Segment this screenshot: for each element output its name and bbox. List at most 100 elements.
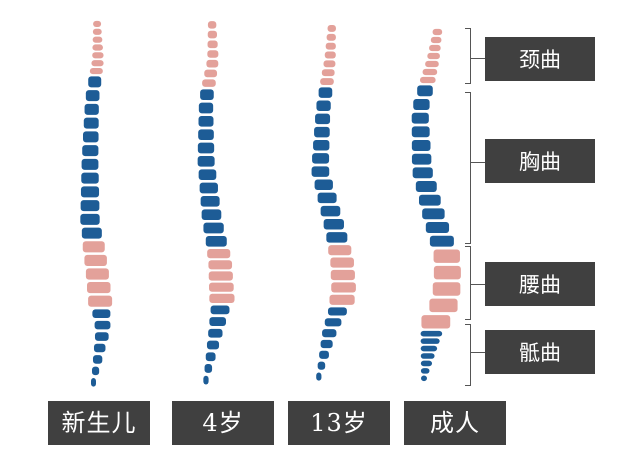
vertebra-sacral xyxy=(324,318,342,327)
vertebra-sacral xyxy=(203,375,209,385)
vertebra-sacral xyxy=(92,309,111,318)
vertebra-cervical xyxy=(92,52,104,59)
vertebra-cervical xyxy=(202,79,216,87)
vertebra-cervical xyxy=(326,33,336,41)
region-label-thoracic: 胸曲 xyxy=(485,139,595,183)
vertebra-sacral xyxy=(94,320,111,330)
vertebra-thoracic xyxy=(425,222,450,233)
vertebra-cervical xyxy=(430,36,442,44)
vertebra-thoracic xyxy=(80,200,100,212)
vertebra-cervical xyxy=(321,69,335,77)
region-label-sacral: 骶曲 xyxy=(485,330,595,374)
vertebra-lumbar xyxy=(88,295,113,307)
vertebra-lumbar xyxy=(82,241,105,253)
vertebra-cervical xyxy=(422,68,438,76)
vertebra-thoracic xyxy=(203,222,224,234)
vertebra-thoracic xyxy=(81,158,99,170)
vertebra-thoracic xyxy=(198,169,217,180)
vertebra-lumbar xyxy=(208,260,233,270)
vertebra-thoracic xyxy=(200,89,214,100)
vertebra-lumbar xyxy=(433,249,460,263)
vertebra-lumbar xyxy=(421,315,451,329)
vertebra-cervical xyxy=(325,42,336,50)
vertebra-sacral xyxy=(327,307,347,316)
vertebra-thoracic xyxy=(412,167,433,179)
vertebra-sacral xyxy=(420,338,440,344)
stage-label-13-years: 13岁 xyxy=(288,401,390,445)
vertebra-thoracic xyxy=(411,140,431,151)
stage-label-adult: 成人 xyxy=(404,401,506,445)
spine-13-years xyxy=(311,24,356,381)
vertebra-lumbar xyxy=(331,282,356,293)
vertebra-sacral xyxy=(420,345,438,352)
region-label-cervical: 颈曲 xyxy=(485,37,595,81)
region-label-lumbar: 腰曲 xyxy=(485,262,595,306)
vertebra-thoracic xyxy=(83,117,99,129)
vertebra-sacral xyxy=(420,360,433,367)
vertebra-lumbar xyxy=(209,293,235,303)
bracket-sacral xyxy=(465,324,471,386)
vertebra-cervical xyxy=(324,51,336,59)
vertebra-sacral xyxy=(210,305,230,315)
vertebra-lumbar xyxy=(85,268,109,280)
vertebra-cervical xyxy=(429,44,441,52)
vertebra-thoracic xyxy=(313,139,330,151)
vertebra-cervical xyxy=(92,28,102,35)
vertebra-thoracic xyxy=(413,99,430,110)
bracket-thoracic xyxy=(465,92,471,244)
vertebra-thoracic xyxy=(314,179,333,191)
vertebra-thoracic xyxy=(198,116,214,127)
vertebra-sacral xyxy=(90,378,96,387)
vertebra-sacral xyxy=(319,350,329,359)
vertebra-sacral xyxy=(209,317,226,326)
spine-newborn xyxy=(80,20,113,387)
vertebra-cervical xyxy=(207,30,218,39)
vertebra-thoracic xyxy=(411,153,432,165)
vertebra-sacral xyxy=(94,332,109,341)
vertebra-thoracic xyxy=(84,103,99,115)
vertebra-lumbar xyxy=(87,282,111,294)
vertebra-thoracic xyxy=(320,205,341,217)
vertebra-thoracic xyxy=(429,235,454,247)
vertebra-cervical xyxy=(420,76,436,84)
vertebra-cervical xyxy=(327,24,336,32)
vertebra-sacral xyxy=(420,353,435,359)
vertebra-lumbar xyxy=(84,254,107,266)
spine-4-years xyxy=(197,21,235,385)
vertebra-thoracic xyxy=(85,90,100,102)
vertebra-sacral xyxy=(205,352,216,362)
bracket-tick-lumbar xyxy=(471,284,485,285)
bracket-lumbar xyxy=(465,246,471,320)
vertebra-cervical xyxy=(93,20,102,27)
vertebra-thoracic xyxy=(318,87,333,98)
vertebra-thoracic xyxy=(317,192,337,204)
vertebra-sacral xyxy=(93,343,106,353)
stage-label-4-years: 4岁 xyxy=(172,401,274,445)
vertebra-thoracic xyxy=(411,112,429,124)
vertebra-thoracic xyxy=(314,126,330,138)
vertebra-lumbar xyxy=(329,294,355,305)
vertebra-thoracic xyxy=(205,236,227,247)
vertebra-cervical xyxy=(425,60,439,68)
vertebra-thoracic xyxy=(418,194,441,206)
vertebra-thoracic xyxy=(201,209,222,220)
vertebra-thoracic xyxy=(323,218,344,230)
vertebra-thoracic xyxy=(80,186,100,198)
vertebra-cervical xyxy=(92,36,103,43)
vertebra-thoracic xyxy=(417,85,433,97)
vertebra-cervical xyxy=(207,40,218,49)
vertebra-sacral xyxy=(206,340,220,350)
vertebra-thoracic xyxy=(199,182,218,194)
vertebra-sacral xyxy=(421,375,427,382)
bracket-tick-thoracic xyxy=(471,162,485,163)
vertebra-thoracic xyxy=(311,166,330,177)
vertebra-sacral xyxy=(204,364,213,373)
vertebra-sacral xyxy=(317,361,326,370)
vertebra-lumbar xyxy=(330,269,355,281)
vertebra-sacral xyxy=(208,328,223,338)
vertebra-cervical xyxy=(91,60,104,67)
bracket-tick-sacral xyxy=(471,352,485,353)
vertebra-lumbar xyxy=(328,245,352,256)
vertebra-cervical xyxy=(92,44,103,51)
vertebra-sacral xyxy=(322,329,337,338)
